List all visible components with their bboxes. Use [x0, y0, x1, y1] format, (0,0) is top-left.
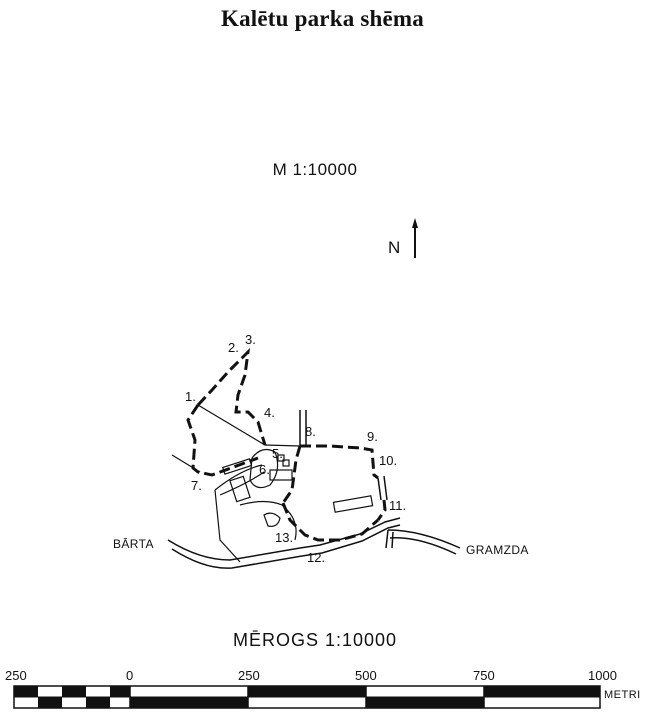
scale-tick-label: 0 — [126, 668, 134, 683]
scale-tick-label: 750 — [473, 668, 495, 683]
north-label: N — [388, 238, 401, 257]
point-label-10: 10. — [379, 453, 398, 468]
scale-ratio-bottom: MĒROGS 1:10000 — [232, 630, 398, 650]
scale-tick-label: 1000 — [588, 668, 617, 683]
street-label-barta: BĀRTA — [113, 537, 154, 551]
map-title: Kalētu parka shēma — [221, 6, 424, 31]
point-label-1: 1. — [185, 389, 196, 404]
point-label-8: 8. — [305, 424, 316, 439]
scale-unit-label: METRI — [604, 689, 641, 701]
scale-tick-label: 250 — [5, 668, 27, 683]
street-label-gramzda: GRAMZDA — [466, 543, 529, 557]
scale-tick-label: 500 — [355, 668, 377, 683]
point-label-3: 3. — [245, 332, 256, 347]
point-label-13: 13. — [275, 530, 294, 545]
point-label-2: 2. — [228, 340, 239, 355]
north-arrow-icon — [412, 218, 418, 258]
scale-tick-label: 250 — [238, 668, 260, 683]
point-label-5: 5. — [272, 446, 283, 461]
scale-ratio-top: M 1:10000 — [272, 160, 358, 179]
point-label-9: 9. — [367, 429, 378, 444]
point-label-6: 6. — [259, 462, 270, 477]
roads — [167, 410, 461, 569]
point-label-11: 11. — [389, 498, 407, 513]
park-boundary — [186, 347, 387, 542]
point-label-4: 4. — [264, 405, 275, 420]
scale-bar — [13, 685, 601, 709]
point-label-12: 12. — [307, 550, 326, 565]
point-label-7: 7. — [191, 478, 202, 493]
